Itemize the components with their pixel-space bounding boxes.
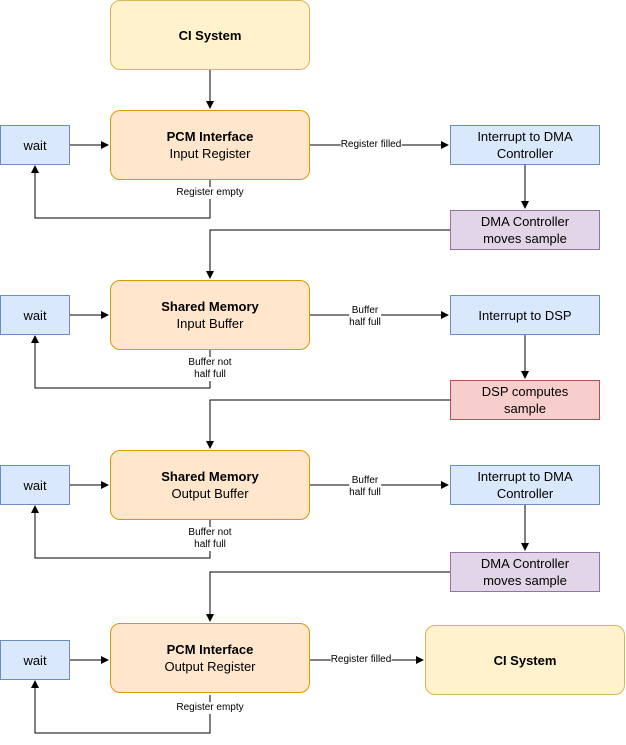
edge-label-text: Register filled [330,654,392,665]
edge-label-line1: Buffer not [188,357,232,368]
dma2-line1: DMA Controller [480,556,570,571]
edge-label-register-filled-2: Register filled [330,654,392,666]
edge-dma2-to-pcm-output [206,571,450,622]
pcm-input-subtitle: Input Register [169,146,251,161]
wait-box-4: wait [0,640,70,680]
wait-label-2: wait [23,307,47,323]
irq-dma2-line2: Controller [496,486,554,501]
pcm-output-title: PCM Interface [166,642,254,657]
edge-label-register-empty-1: Register empty [176,187,244,199]
irq-dma1-line1: Interrupt to DMA [477,129,573,144]
shared-memory-output-buffer: Shared Memory Output Buffer [110,450,310,520]
edge-label-line2: half full [194,369,226,380]
edge-pcm-output-to-wait4 [31,680,211,734]
wait-box-3: wait [0,465,70,505]
dsp-line2: sample [504,401,546,416]
edge-label-line1: Buffer [351,305,379,316]
shared-memory-input-buffer: Shared Memory Input Buffer [110,280,310,350]
ci-system-top-label: CI System [178,27,242,43]
edge-label-register-filled-1: Register filled [340,139,402,151]
wait-label-4: wait [23,652,47,668]
wait-label-1: wait [23,137,47,153]
irq-dma1-line2: Controller [496,146,554,161]
interrupt-to-dsp: Interrupt to DSP [450,295,600,335]
edge-dsp-to-sm-output [206,399,450,449]
sm-input-title: Shared Memory [161,299,259,314]
edge-label-text: Register empty [176,187,244,198]
wait-box-1: wait [0,125,70,165]
pcm-interface-output-register: PCM Interface Output Register [110,623,310,693]
sm-output-title: Shared Memory [161,469,259,484]
interrupt-to-dma-1: Interrupt to DMA Controller [450,125,600,165]
ci-system-bottom: CI System [425,625,625,695]
edge-dma1-to-sm-input [206,229,450,279]
dma-controller-moves-sample-2: DMA Controller moves sample [450,552,600,592]
dma2-line2: moves sample [483,573,567,588]
edge-label-buffer-not-half-full-2: Buffer not half full [188,527,232,551]
wait-label-3: wait [23,477,47,493]
edge-label-buffer-half-full-2: Buffer half full [349,475,381,499]
dsp-line1: DSP computes [481,384,569,399]
pcm-input-title: PCM Interface [166,129,254,144]
edge-label-register-empty-2: Register empty [176,702,244,714]
wait-box-2: wait [0,295,70,335]
edge-label-buffer-not-half-full-1: Buffer not half full [188,357,232,381]
irq-dma2-line1: Interrupt to DMA [477,469,573,484]
dsp-computes-sample: DSP computes sample [450,380,600,420]
dma-controller-moves-sample-1: DMA Controller moves sample [450,210,600,250]
dma1-line1: DMA Controller [480,214,570,229]
sm-output-subtitle: Output Buffer [171,486,249,501]
edge-label-buffer-half-full-1: Buffer half full [349,305,381,329]
sm-input-subtitle: Input Buffer [176,316,244,331]
edge-label-line2: half full [349,487,381,498]
pcm-interface-input-register: PCM Interface Input Register [110,110,310,180]
edge-label-text: Register empty [176,702,244,713]
edge-label-line1: Buffer not [188,527,232,538]
edge-label-line1: Buffer [351,475,379,486]
interrupt-to-dma-2: Interrupt to DMA Controller [450,465,600,505]
edge-pcm-input-to-wait1 [31,165,211,219]
edge-label-line2: half full [349,317,381,328]
irq-dsp-label: Interrupt to DSP [478,307,572,323]
dma1-line2: moves sample [483,231,567,246]
edge-label-line2: half full [194,539,226,550]
pcm-output-subtitle: Output Register [164,659,256,674]
ci-system-bottom-label: CI System [493,652,557,668]
edge-label-text: Register filled [340,139,402,150]
ci-system-top: CI System [110,0,310,70]
